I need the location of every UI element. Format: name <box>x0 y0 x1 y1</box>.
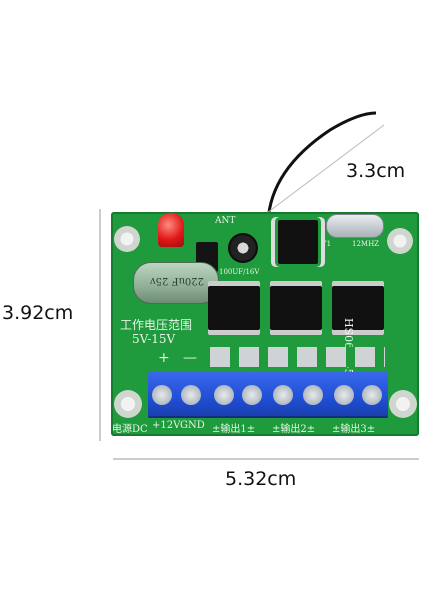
power-label: 电源DC <box>112 424 148 435</box>
mounting-hole-bottom-left <box>114 390 142 418</box>
board-width-label: 5.32cm <box>225 468 297 490</box>
driver-ic-1 <box>208 286 260 330</box>
plus-sign: + <box>158 350 170 366</box>
driver-ic-3 <box>332 286 384 330</box>
minus-sign: — <box>183 350 197 366</box>
voltage-range-title: 工作电压范围 <box>120 318 193 332</box>
mounting-hole-top-left <box>114 226 140 252</box>
big-capacitor <box>133 262 219 304</box>
crystal-freq-label: 12MHZ <box>352 240 380 248</box>
crystal-ref-label: Y1 <box>322 240 332 248</box>
mounting-hole-bottom-right <box>389 390 417 418</box>
driver-ic-2 <box>270 286 322 330</box>
output2-label: ±输出2± <box>272 424 316 435</box>
terminal-screw-6 <box>303 385 323 405</box>
crystal-oscillator <box>326 214 384 238</box>
solder-pads <box>210 347 385 367</box>
big-cap-label: 220uF 25v <box>150 275 205 286</box>
small-cap-label: 100UF/16V <box>219 268 260 276</box>
terminal-screw-7 <box>334 385 354 405</box>
board-height-label: 3.92cm <box>2 302 74 324</box>
receiver-ic <box>278 220 318 264</box>
antenna-label: ANT <box>215 216 236 226</box>
mounting-hole-top-right <box>387 228 413 254</box>
terminal-screw-1 <box>152 385 172 405</box>
v12-label: +12V <box>152 420 181 431</box>
gnd-label: GND <box>180 420 205 431</box>
terminal-screw-4 <box>242 385 262 405</box>
antenna-length-label: 3.3cm <box>346 160 406 182</box>
terminal-screw-5 <box>273 385 293 405</box>
output3-label: ±输出3± <box>332 424 376 435</box>
terminal-screw-2 <box>181 385 201 405</box>
voltage-range-value: 5V-15V <box>132 332 176 346</box>
output1-label: ±输出1± <box>212 424 256 435</box>
small-capacitor <box>228 233 258 263</box>
red-led <box>158 213 184 247</box>
terminal-screw-3 <box>214 385 234 405</box>
terminal-screw-8 <box>362 385 382 405</box>
